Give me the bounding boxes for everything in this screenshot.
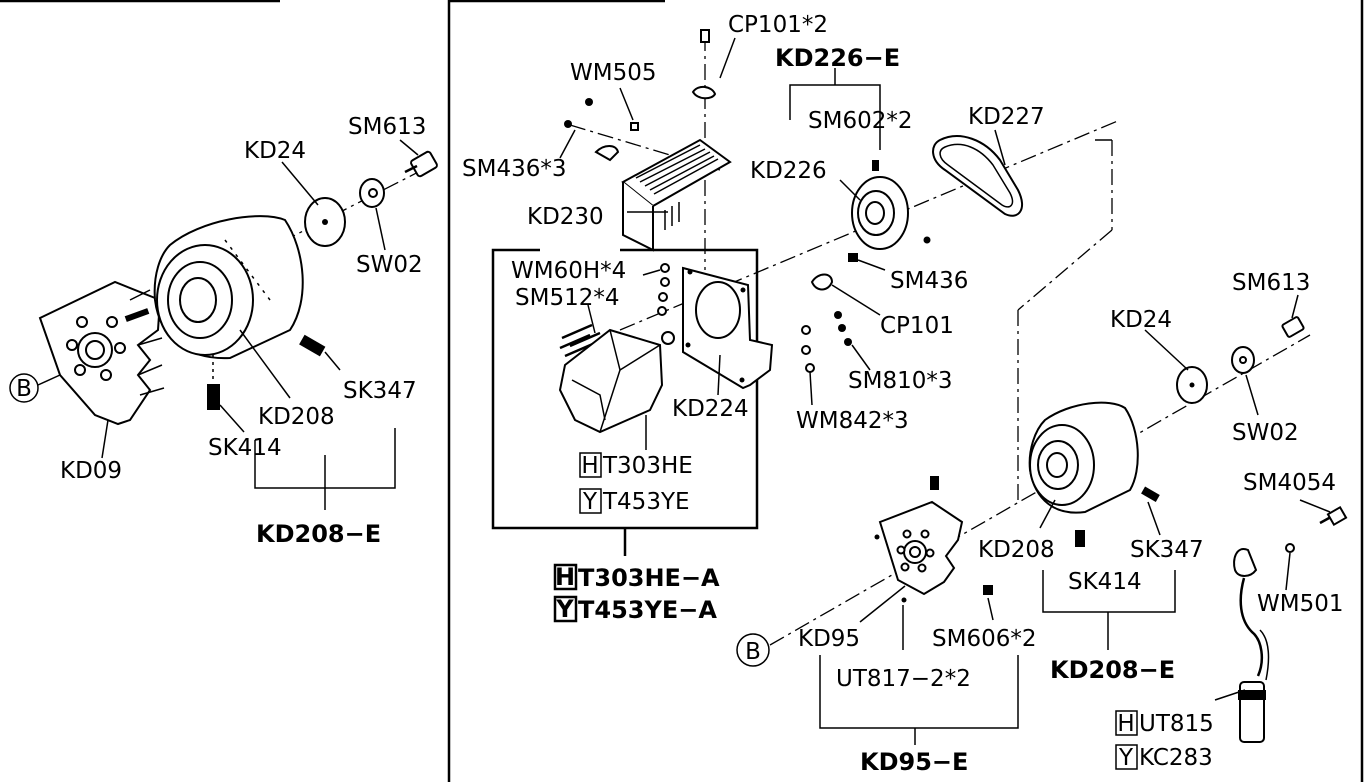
label-sm613-right: SM613: [1232, 270, 1310, 296]
left-panel: B KD24 SM613 SW02 SK347 KD208 SK414 KD09…: [9, 114, 438, 548]
sk347-setscrew: [299, 334, 326, 357]
tag-box-h-motor: [579, 452, 602, 478]
tag-h-assembly: H: [555, 563, 575, 591]
label-kd09-left: KD09: [60, 458, 122, 484]
assembly-kd95-e: KD95−E: [860, 748, 968, 776]
label-ut815: UT815: [1139, 711, 1214, 737]
label-kd224: KD224: [672, 396, 749, 422]
label-kd208-left: KD208: [258, 404, 335, 430]
assembly-kd208-e-right: KD208−E: [1050, 656, 1175, 684]
kd208-drum: [153, 215, 304, 360]
tag-y-motor: Y: [582, 489, 598, 515]
tag-box-y-motor: [579, 488, 602, 514]
kd224-bracket: [682, 266, 774, 390]
label-sm512x4: SM512*4: [515, 285, 619, 311]
b-marker-right: [736, 633, 770, 667]
label-sk414-left: SK414: [208, 435, 282, 461]
label-wm505: WM505: [570, 60, 657, 86]
assembly-t453ye-a: T453YE−A: [578, 596, 717, 624]
kd230-cover: [621, 138, 732, 252]
kd95-plate: [878, 500, 964, 596]
label-t303he: T303HE: [602, 453, 693, 479]
label-kd226: KD226: [750, 158, 827, 184]
assembly-kd208e-left: KD208−E: [256, 520, 381, 548]
label-kd24-left: KD24: [244, 138, 306, 164]
label-sw02-right: SW02: [1232, 420, 1299, 446]
label-sm613-left: SM613: [348, 114, 426, 140]
label-sw02-left: SW02: [356, 252, 423, 278]
label-wm842x3: WM842*3: [796, 408, 909, 434]
assembly-t303he-a: T303HE−A: [578, 564, 720, 592]
label-sm606x2: SM606*2: [932, 626, 1036, 652]
tag-y-assembly: Y: [555, 595, 574, 623]
label-kd95: KD95: [798, 626, 860, 652]
label-cp101: CP101: [880, 313, 954, 339]
label-sk347-left: SK347: [343, 378, 417, 404]
tag-box-h-sensor: [1115, 710, 1138, 736]
label-wm60hx4: WM60H*4: [511, 258, 626, 284]
tag-box-y-sensor: [1115, 744, 1138, 770]
tag-box-h-assembly: [553, 563, 578, 591]
b-marker-left: [9, 373, 39, 403]
label-kd24-right: KD24: [1110, 307, 1172, 333]
label-sm602x2: SM602*2: [808, 108, 912, 134]
label-cp101x2: CP101*2: [728, 12, 828, 38]
b-marker-left-text: B: [16, 376, 32, 402]
kd09-fan-plate: [38, 280, 165, 426]
label-sm810x3: SM810*3: [848, 368, 952, 394]
label-sm4054: SM4054: [1243, 470, 1336, 496]
label-kd230: KD230: [527, 204, 604, 230]
motor-body: [558, 328, 675, 434]
label-kc283: KC283: [1139, 745, 1213, 771]
right-panel: B CP101*2 WM505 SM436*3 KD230 WM60H*4 SM…: [462, 12, 1348, 776]
label-ut817-2x2: UT817−2*2: [836, 666, 971, 692]
tag-h-sensor: H: [1117, 711, 1134, 737]
kd208-drum-right: [1028, 401, 1139, 514]
label-sk414-right: SK414: [1068, 569, 1142, 595]
sk414-setscrew: [207, 384, 220, 410]
tag-box-y-assembly: [553, 595, 578, 623]
tag-h-motor: H: [581, 453, 598, 479]
assembly-kd226-e: KD226−E: [775, 44, 900, 72]
label-t453ye: T453YE: [602, 489, 690, 515]
label-sk347-right: SK347: [1130, 537, 1204, 563]
kd226-pulley: [851, 160, 909, 250]
label-sm436: SM436: [890, 268, 968, 294]
sm613-screw: [404, 150, 438, 178]
label-kd227: KD227: [968, 104, 1045, 130]
tag-y-sensor: Y: [1118, 745, 1134, 771]
label-sm436x3: SM436*3: [462, 156, 566, 182]
kd227-belt: [932, 135, 1024, 217]
b-marker-right-text: B: [745, 639, 761, 665]
label-wm501: WM501: [1257, 591, 1344, 617]
label-kd208-right: KD208: [978, 537, 1055, 563]
